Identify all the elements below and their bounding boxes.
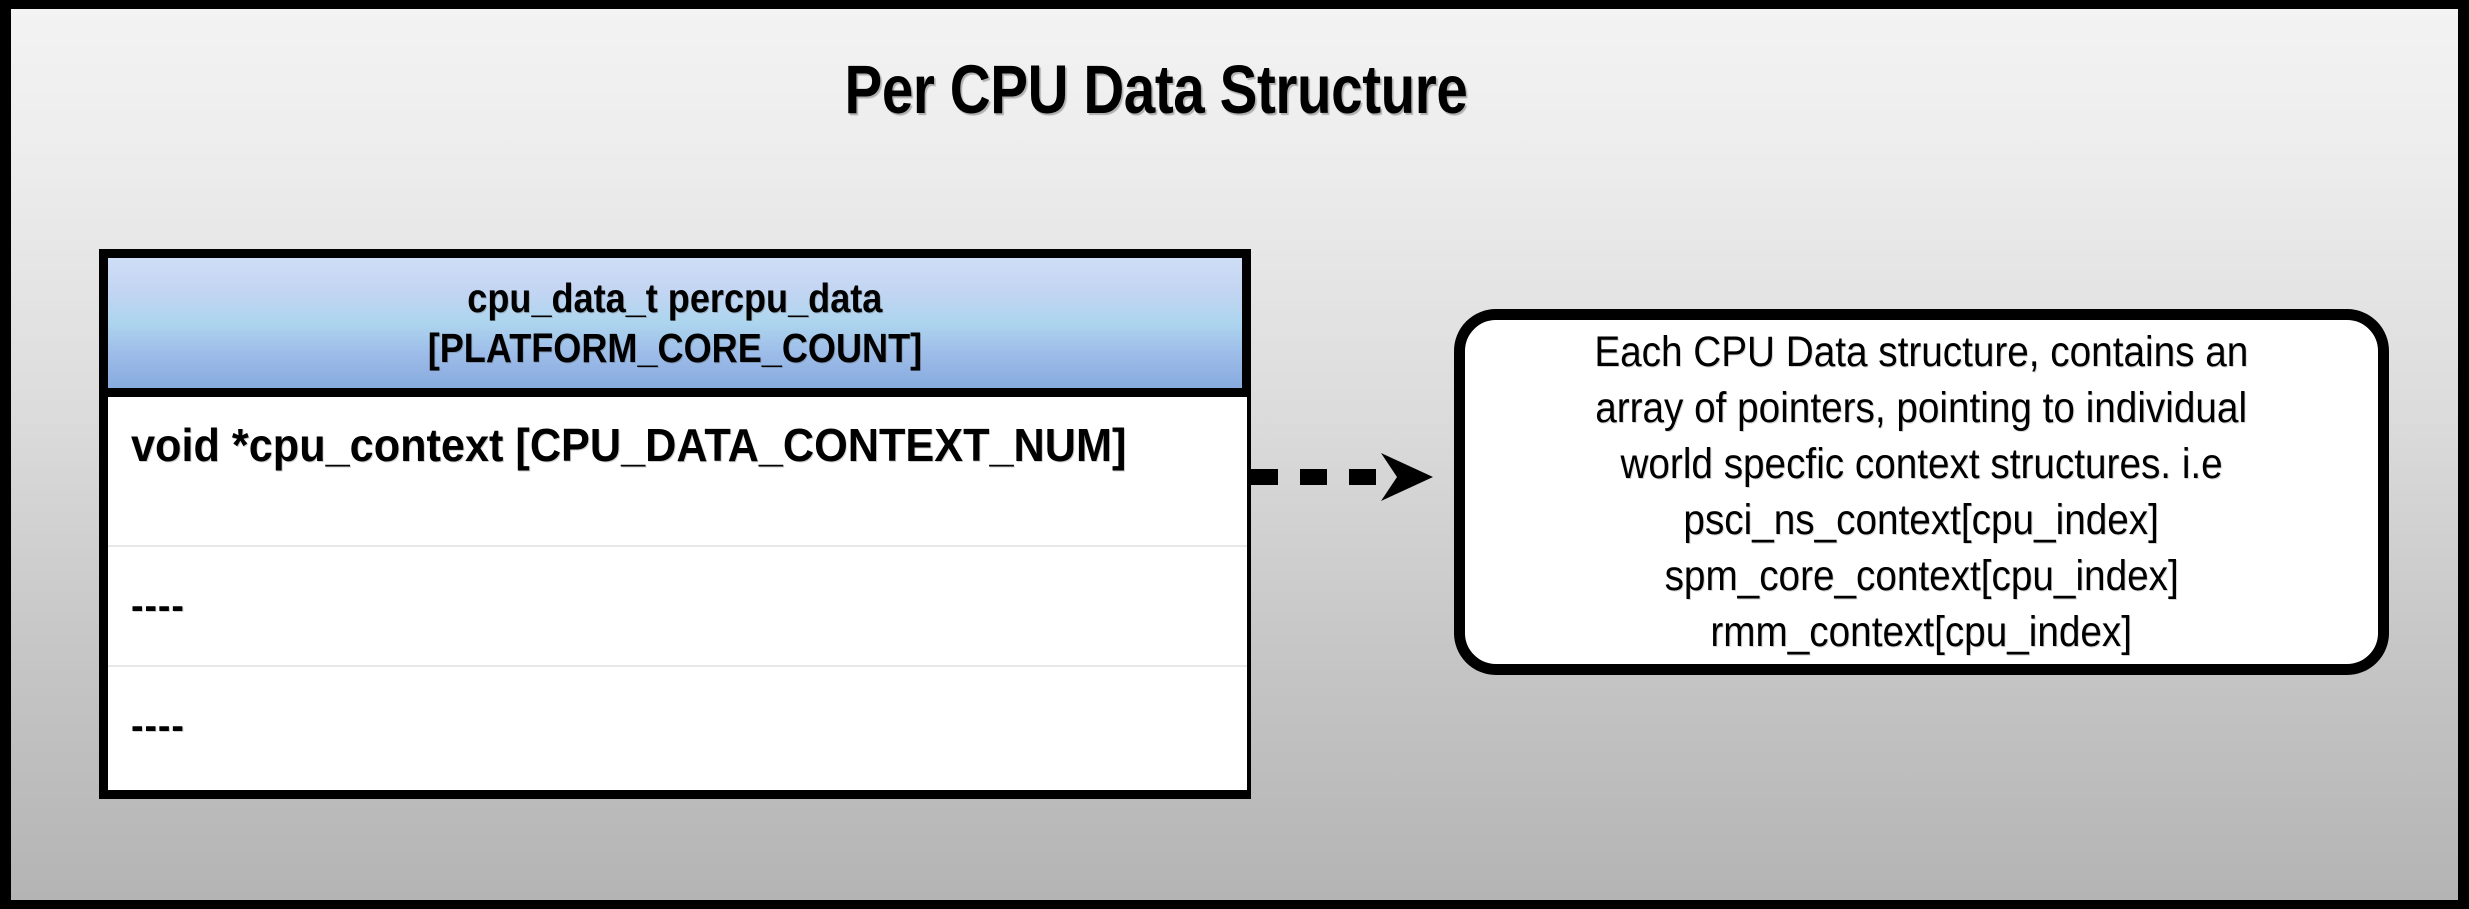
callout-line: spm_core_context[cpu_index] bbox=[1664, 552, 2179, 600]
callout-line: Each CPU Data structure, contains an bbox=[1594, 328, 2249, 376]
callout-line: rmm_context[cpu_index] bbox=[1710, 608, 2133, 656]
page-title: Per CPU Data Structure bbox=[844, 51, 1468, 128]
struct-table-header: cpu_data_t percpu_data [PLATFORM_CORE_CO… bbox=[99, 249, 1251, 397]
table-row: ---- bbox=[108, 665, 1247, 785]
arrow-right-icon bbox=[1251, 453, 1433, 501]
dashed-arrow-connector bbox=[1251, 449, 1461, 505]
struct-table-body: void *cpu_context [CPU_DATA_CONTEXT_NUM]… bbox=[99, 397, 1251, 799]
struct-field-placeholder-1: ---- bbox=[131, 584, 185, 628]
table-row: void *cpu_context [CPU_DATA_CONTEXT_NUM] bbox=[108, 397, 1247, 545]
struct-header-line-2: [PLATFORM_CORE_COUNT] bbox=[427, 325, 923, 371]
struct-field-cpu-context: void *cpu_context [CPU_DATA_CONTEXT_NUM] bbox=[131, 419, 1127, 471]
explanation-callout: Each CPU Data structure, contains an arr… bbox=[1454, 309, 2389, 675]
callout-line: psci_ns_context[cpu_index] bbox=[1683, 496, 2160, 544]
table-row: ---- bbox=[108, 545, 1247, 665]
callout-line: array of pointers, pointing to individua… bbox=[1595, 384, 2248, 432]
callout-line: world specfic context structures. i.e bbox=[1620, 440, 2223, 488]
struct-field-placeholder-2: ---- bbox=[131, 704, 185, 748]
slide-background: Per CPU Data Structure cpu_data_t percpu… bbox=[11, 9, 2458, 900]
struct-header-line-1: cpu_data_t percpu_data bbox=[467, 275, 883, 321]
percpu-struct-table: cpu_data_t percpu_data [PLATFORM_CORE_CO… bbox=[99, 249, 1251, 799]
